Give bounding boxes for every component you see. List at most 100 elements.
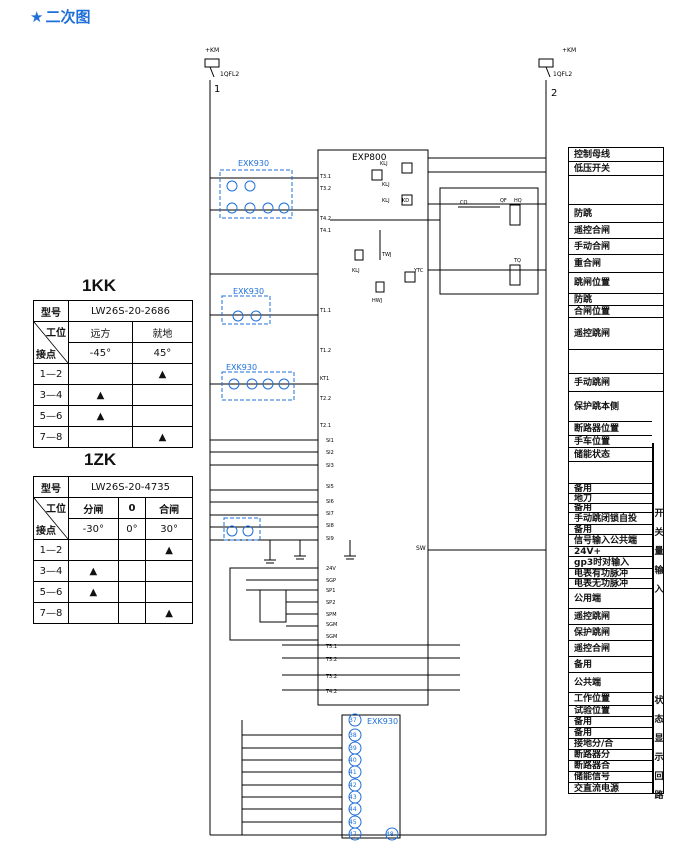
bottom-terminal-num: 45 xyxy=(349,819,357,826)
switch-1kk-table: 型号 LW26S-20-2686 工位 接点 远方 就地 -45° 45° 1—… xyxy=(33,300,194,448)
terminal-label: KT1 xyxy=(320,376,329,382)
relay-label: YTC xyxy=(413,268,424,274)
function-row: 重合闸 xyxy=(568,254,664,272)
function-row xyxy=(568,349,664,373)
si-label: SI8 xyxy=(326,523,334,529)
function-row: 公共端 xyxy=(568,672,652,692)
terminal-label: T3.2 xyxy=(319,186,331,192)
group-label-char: 路 xyxy=(654,791,664,801)
position-label: 工位 xyxy=(46,328,66,339)
mark-cell: ▲ xyxy=(145,602,193,624)
position-contact-cell: 工位 接点 xyxy=(33,497,69,540)
function-row: 手车位置 xyxy=(568,435,652,447)
mark-cell xyxy=(68,602,119,624)
function-row: 备用 xyxy=(568,727,652,738)
terminal-label: T1.2 xyxy=(319,348,331,354)
si-label: SI1 xyxy=(326,438,334,444)
power-label: SP1 xyxy=(326,588,335,594)
function-row: 手动跳闸 xyxy=(568,373,664,391)
position-contact-cell: 工位 接点 xyxy=(33,321,69,364)
si-label: SI9 xyxy=(326,536,334,542)
output-label: T4.2 xyxy=(325,689,337,695)
function-row: 备用 xyxy=(568,483,652,493)
exk-label-1: EXK930 xyxy=(238,159,269,168)
function-row: 手动跳闭锁自投 xyxy=(568,512,652,524)
switch-1kk-title: 1KK xyxy=(82,276,117,295)
power-label: SGM xyxy=(326,622,337,628)
bus-left-breaker: 1QFL2 xyxy=(220,71,239,78)
function-row: 跳闸位置 xyxy=(568,272,664,293)
bottom-terminal-num: 47 xyxy=(349,831,357,838)
function-row: 电表无功脉冲 xyxy=(568,578,652,588)
power-label: SGM xyxy=(326,634,337,640)
star-icon: ★ xyxy=(30,8,44,26)
switch-1zk-table: 型号 LW26S-20-4735 工位 接点 分闸 0 合闸 -30° 0° 3… xyxy=(33,476,193,624)
function-row: 合闸位置 xyxy=(568,305,664,317)
exk-label-3: EXK930 xyxy=(226,363,257,372)
group-label-char: 开 xyxy=(654,509,664,519)
function-row: 备用 xyxy=(568,503,652,512)
function-row: 储能状态 xyxy=(568,447,652,461)
function-row: 防跳 xyxy=(568,293,664,305)
bus-left-num: 1 xyxy=(214,84,220,95)
power-label: SPM xyxy=(326,612,337,618)
exk-contacts xyxy=(226,180,290,537)
group-label-char: 显 xyxy=(654,734,664,744)
contact-row: 7—8 xyxy=(33,602,69,624)
page-title: ★二次图 xyxy=(30,6,90,27)
bus-right-num: 2 xyxy=(551,88,557,99)
bottom-terminal-num: 48 xyxy=(386,831,394,838)
function-row: 工作位置 xyxy=(568,692,652,705)
mark-cell: ▲ xyxy=(131,426,194,448)
function-row: 信号输入公共端 xyxy=(568,534,652,546)
bottom-terminal-num: 40 xyxy=(349,757,357,764)
group-label-char: 关 xyxy=(654,528,664,538)
terminal-label: T4.1 xyxy=(319,228,331,234)
group-label-switch-input: 开关量输入 xyxy=(652,505,666,600)
relay-label: HQ xyxy=(514,198,522,204)
output-label: T5.1 xyxy=(325,644,337,650)
group-label-char: 回 xyxy=(654,772,664,782)
function-row: gp3时对输入 xyxy=(568,556,652,568)
function-row: 遥控合闸 xyxy=(568,640,652,656)
function-row: 公用端 xyxy=(568,588,652,608)
contact-label: 接点 xyxy=(36,350,56,361)
group-label-char: 量 xyxy=(654,547,664,557)
si-label: SI6 xyxy=(326,499,334,505)
bottom-terminal-num: 43 xyxy=(349,794,357,801)
relay-label: HWJ xyxy=(372,298,382,304)
bottom-terminal-circles xyxy=(348,713,399,841)
group-label-status-loop: 状态显示回路 xyxy=(652,692,666,806)
bottom-terminal-num: 41 xyxy=(349,769,357,776)
function-row xyxy=(568,175,664,204)
power-label: SGP xyxy=(326,578,336,584)
function-row: 断路器合 xyxy=(568,760,652,771)
si-label: SI2 xyxy=(326,450,334,456)
position-label: 工位 xyxy=(46,504,66,515)
bus-right-breaker: 1QFL2 xyxy=(553,71,572,78)
function-row: 低压开关 xyxy=(568,161,664,175)
function-row: 备用 xyxy=(568,524,652,534)
function-row: 试验位置 xyxy=(568,705,652,716)
bottom-terminal-num: 38 xyxy=(349,732,357,739)
function-row: 防跳 xyxy=(568,204,664,222)
function-row: 备用 xyxy=(568,716,652,727)
output-label: T3.2 xyxy=(325,674,337,680)
exk-boxes xyxy=(219,169,295,541)
function-row xyxy=(568,461,652,483)
diagonal-line xyxy=(34,498,68,539)
function-row: 遥控跳闸 xyxy=(568,608,652,624)
function-row: 24V+ xyxy=(568,546,652,556)
function-row: 交直流电源 xyxy=(568,782,652,794)
function-row: 储能信号 xyxy=(568,771,652,782)
relay-label: TWJ xyxy=(381,252,391,258)
si-label: SI3 xyxy=(326,463,334,469)
terminal-label: T4.2 xyxy=(319,216,331,222)
function-panel-border xyxy=(568,147,664,794)
sw-label: SW xyxy=(416,545,426,552)
terminal-label: T3.1 xyxy=(319,174,331,180)
function-row: 地刀 xyxy=(568,493,652,503)
bus-left-label: +KM xyxy=(205,47,219,54)
function-row: 手动合闸 xyxy=(568,238,664,254)
